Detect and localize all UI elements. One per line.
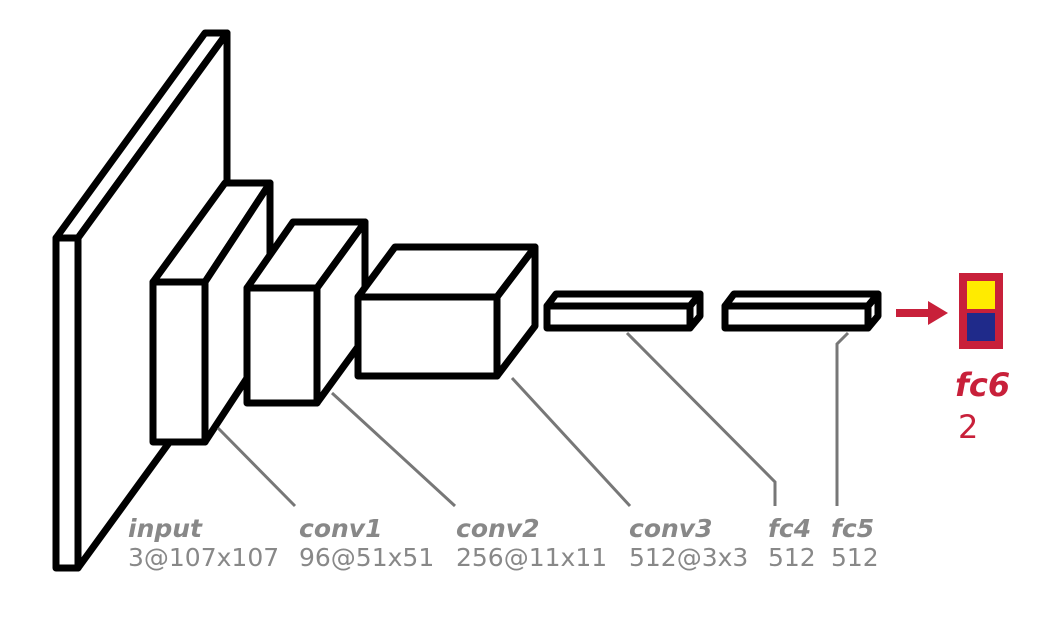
conv2-layer-block — [243, 218, 369, 407]
conv1-leader-line — [216, 426, 297, 508]
fc6-output-name: fc6 — [955, 366, 1010, 404]
fc4-layer-name: fc4 — [768, 514, 811, 543]
fc5-layer-block — [721, 290, 882, 332]
conv3-layer-name: conv3 — [629, 514, 712, 543]
fc6-output-unit-2 — [967, 313, 995, 341]
fc6-output-dims: 2 — [958, 408, 978, 446]
fc6-output-unit-1 — [967, 281, 995, 309]
conv3-layer-block — [354, 243, 539, 380]
fc4-layer-side — [686, 290, 704, 332]
fc6-output-block — [959, 273, 1003, 349]
conv3-leader-line — [510, 376, 632, 508]
input-layer-name: input — [128, 514, 203, 543]
fc4-layer-block — [543, 290, 704, 332]
output-arrow-icon — [896, 301, 948, 325]
conv2-layer-name: conv2 — [456, 514, 539, 543]
fc4-leader-line — [625, 331, 777, 506]
conv1-layer-dims: 96@51x51 — [299, 543, 434, 572]
conv3-layer-front — [354, 293, 501, 380]
fc5-layer-name: fc5 — [831, 514, 874, 543]
conv2-layer-front — [243, 284, 321, 407]
fc5-leader-line — [835, 331, 850, 506]
conv1-layer-name: conv1 — [299, 514, 382, 543]
fc5-layer-top — [721, 290, 882, 310]
conv3-layer-dims: 512@3x3 — [629, 543, 748, 572]
fc4-layer-top — [543, 290, 704, 310]
conv2-layer-dims: 256@11x11 — [456, 543, 607, 572]
conv1-layer-front — [149, 278, 209, 446]
fc5-layer-side — [864, 290, 882, 332]
input-layer-dims: 3@107x107 — [128, 543, 279, 572]
conv3-layer-side — [493, 243, 539, 380]
conv2-leader-line — [330, 391, 457, 508]
fc4-layer-dims: 512 — [768, 543, 816, 572]
fc5-layer-dims: 512 — [831, 543, 879, 572]
